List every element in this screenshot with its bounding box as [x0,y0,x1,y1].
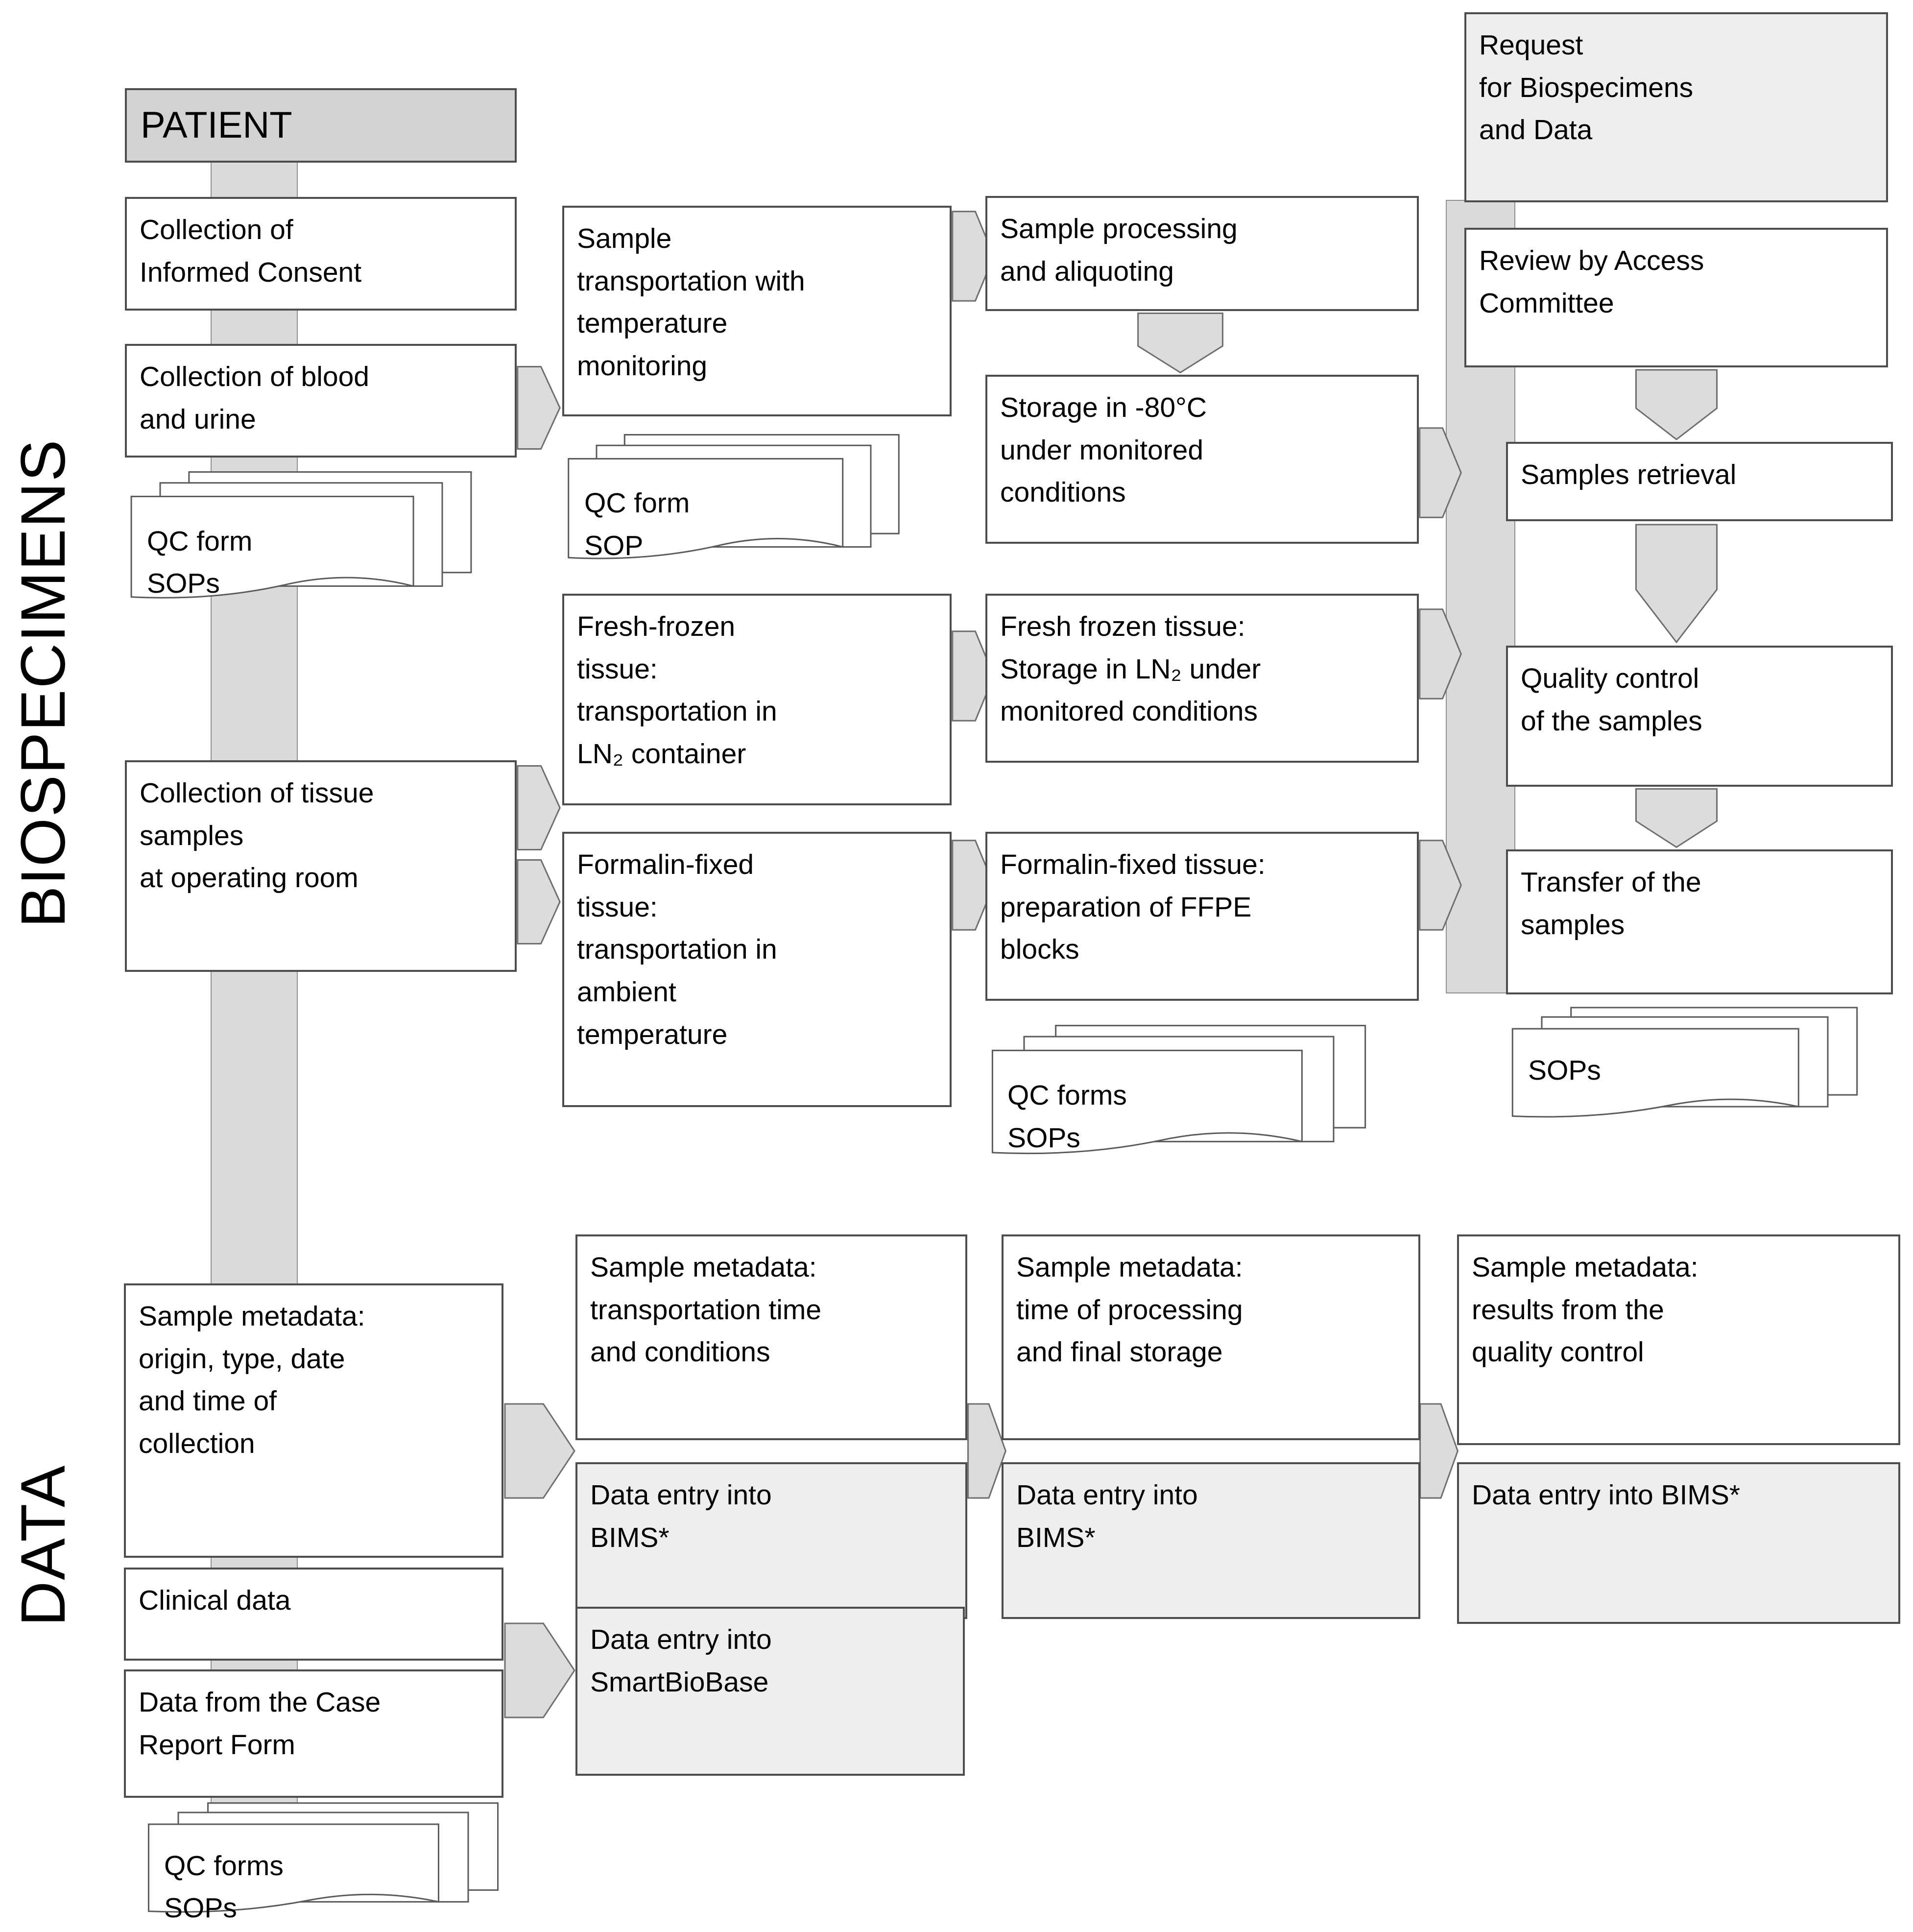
node-storage-minus80: Storage in -80°C under monitored conditi… [985,375,1419,544]
flow-arrow-right-icon [967,1402,1006,1500]
node-clinical-data: Clinical data [124,1568,503,1661]
node-case-report-form: Data from the Case Report Form [124,1669,503,1798]
flow-arrow-right-icon [1419,607,1462,700]
flow-arrow-right-icon [517,764,561,851]
node-ffpe-blocks: Formalin-fixed tissue: preparation of FF… [985,832,1419,1001]
node-smartbiobase-entry: Data entry into SmartBioBase [575,1607,965,1776]
section-label-biospecimens: BIOSPECIMENS [8,438,78,928]
node-formalin-transport: Formalin-fixed tissue: transportation in… [562,832,952,1107]
section-label-data: DATA [8,1464,78,1627]
flow-arrow-right-icon [517,858,561,945]
qc-form-sop-documents-icon: QC form SOP [562,432,905,579]
node-informed-consent: Collection of Informed Consent [125,197,517,311]
flow-arrow-right-icon [952,210,995,303]
qc-form-sops-documents-icon: QC form SOPs [125,469,478,619]
node-blood-urine: Collection of blood and urine [125,344,517,458]
qc-form-sop-label: QC form SOP [584,487,690,561]
node-fresh-frozen-transport: Fresh-frozen tissue: transportation in L… [562,594,952,805]
node-sample-processing: Sample processing and aliquoting [985,196,1419,311]
flow-arrow-right-icon [1419,839,1462,932]
node-sample-transportation: Sample transportation with temperature m… [562,206,952,416]
flow-arrow-right-icon [1419,426,1462,519]
node-request-biospecimens: Request for Biospecimens and Data [1464,12,1888,202]
flow-arrow-right-icon [517,365,561,451]
flow-arrow-down-icon [1634,522,1719,645]
qc-forms-sops-bottom-label: QC forms SOPs [164,1850,284,1924]
node-transfer-samples: Transfer of the samples [1506,849,1893,994]
node-meta-transport: Sample metadata: transportation time and… [575,1234,967,1440]
flow-arrow-right-icon [503,1621,576,1719]
node-bims-entry-2: Data entry into BIMS* [1002,1462,1420,1619]
flow-arrow-right-icon [952,629,995,723]
flow-arrow-down-icon [1634,788,1719,848]
node-meta-collection: Sample metadata: origin, type, date and … [124,1283,503,1558]
node-review-access-committee: Review by Access Committee [1464,228,1888,367]
node-patient: PATIENT [125,88,517,163]
node-bims-entry-1: Data entry into BIMS* [575,1462,967,1619]
flow-arrow-down-icon [1136,312,1224,374]
node-meta-processing: Sample metadata: time of processing and … [1002,1234,1420,1440]
node-fresh-frozen-storage: Fresh frozen tissue: Storage in LN₂ unde… [985,594,1419,763]
node-bims-entry-3: Data entry into BIMS* [1457,1462,1900,1624]
qc-form-sops-label: QC form SOPs [147,525,253,600]
flow-arrow-down-icon [1634,368,1719,441]
node-quality-control: Quality control of the samples [1506,646,1893,787]
flow-arrow-right-icon [1419,1402,1459,1500]
node-samples-retrieval: Samples retrieval [1506,442,1893,521]
node-tissue-collection: Collection of tissue samples at operatin… [125,760,517,972]
flow-arrow-right-icon [952,839,995,932]
qc-forms-sops-label: QC forms SOPs [1007,1080,1127,1154]
sops-documents-icon: SOPs [1506,1005,1864,1135]
flow-arrow-right-icon [503,1402,576,1500]
qc-forms-sops-bottom-documents-icon: QC forms SOPs [142,1801,504,1930]
sops-label: SOPs [1528,1055,1601,1087]
node-meta-quality: Sample metadata: results from the qualit… [1457,1234,1900,1445]
qc-forms-sops-documents-icon: QC forms SOPs [985,1023,1372,1175]
